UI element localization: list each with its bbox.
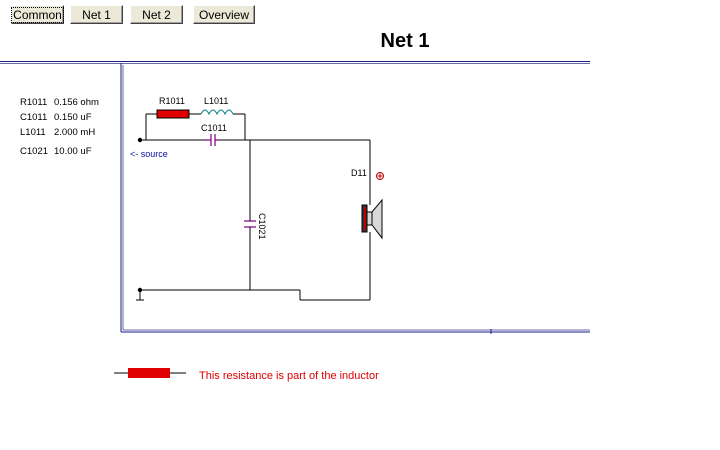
legend-resistor-icon: [114, 368, 186, 378]
part-ref: C1021: [20, 146, 48, 157]
part-ref: R1011: [20, 97, 48, 108]
inductor-l1011: [200, 109, 234, 116]
part-row-r1011: R1011 0.156 ohm: [20, 97, 99, 108]
wires: [136, 113, 371, 301]
part-value: 2.000 mH: [54, 127, 96, 138]
label-c1021: C1021: [257, 213, 267, 240]
part-row-c1021: C1021 10.00 uF: [20, 146, 92, 157]
tab-net-2-label: Net 2: [142, 8, 171, 22]
label-source: <- source: [130, 149, 168, 159]
tab-common-label: Common: [11, 7, 64, 23]
label-c1011: C1011: [201, 123, 227, 133]
part-row-c1011: C1011 0.150 uF: [20, 112, 92, 123]
frame-top-line-inner: [0, 63, 590, 64]
part-value: 10.00 uF: [54, 146, 92, 157]
legend-text: This resistance is part of the inductor: [199, 370, 379, 382]
part-ref: C1011: [20, 112, 48, 123]
tab-net-1[interactable]: Net 1: [70, 5, 123, 24]
source-terminal-top: [137, 137, 143, 143]
label-d11: D11: [351, 168, 367, 178]
tab-overview[interactable]: Overview: [193, 5, 255, 24]
tab-net-2[interactable]: Net 2: [130, 5, 183, 24]
part-value: 0.150 uF: [54, 112, 92, 123]
source-terminal-bottom: [137, 287, 143, 293]
label-l1011: L1011: [204, 96, 228, 106]
part-ref: L1011: [20, 127, 46, 138]
speaker-d11-icon: [361, 198, 383, 240]
tab-common[interactable]: Common: [11, 5, 64, 24]
capacitor-c1011: [204, 134, 220, 146]
frame-top-line: [0, 61, 590, 62]
resistor-r1011: [156, 109, 190, 119]
capacitor-c1021: [244, 220, 256, 228]
tab-overview-label: Overview: [198, 8, 249, 22]
part-value: 0.156 ohm: [54, 97, 99, 108]
label-r1011: R1011: [159, 96, 185, 106]
part-row-l1011: L1011 2.000 mH: [20, 127, 95, 138]
page-title: Net 1: [380, 30, 430, 52]
tab-net-1-label: Net 1: [82, 8, 111, 22]
polarity-plus-icon: [376, 172, 384, 180]
schematic-frame: [120, 63, 590, 334]
